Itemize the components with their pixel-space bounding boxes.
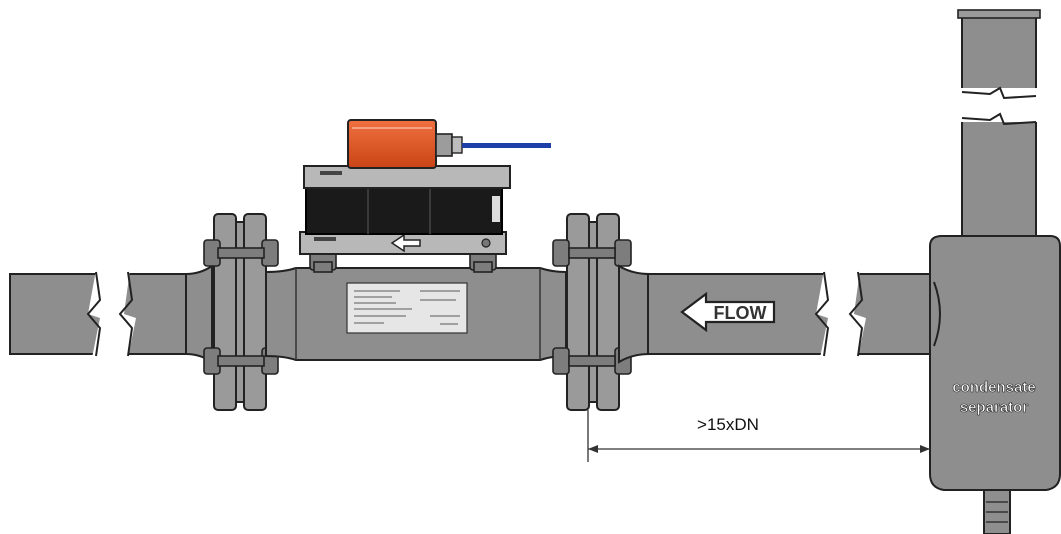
condensate-separator: condensate separator xyxy=(929,9,1061,534)
meter-body xyxy=(265,267,567,361)
separator-label-line1: condensate xyxy=(952,379,1035,396)
cable-gland xyxy=(435,133,453,157)
inlet-pipe xyxy=(9,270,211,358)
distance-label: >15xDN xyxy=(697,415,759,434)
flow-arrow-icon xyxy=(680,291,776,333)
flow-direction-arrow: FLOW xyxy=(680,291,776,333)
separator-label-line2: separator xyxy=(960,399,1029,416)
flow-label: FLOW xyxy=(714,303,767,323)
upstream-pipe xyxy=(647,270,941,358)
sensor-direction-arrow-icon xyxy=(390,233,421,253)
flow-sensor xyxy=(299,119,551,273)
sensor-cable xyxy=(462,143,551,148)
sensor-top-plate xyxy=(303,165,511,189)
distance-dimension: >15xDN xyxy=(587,410,930,462)
sensor-body xyxy=(305,185,503,235)
right-weld-neck xyxy=(618,264,651,364)
